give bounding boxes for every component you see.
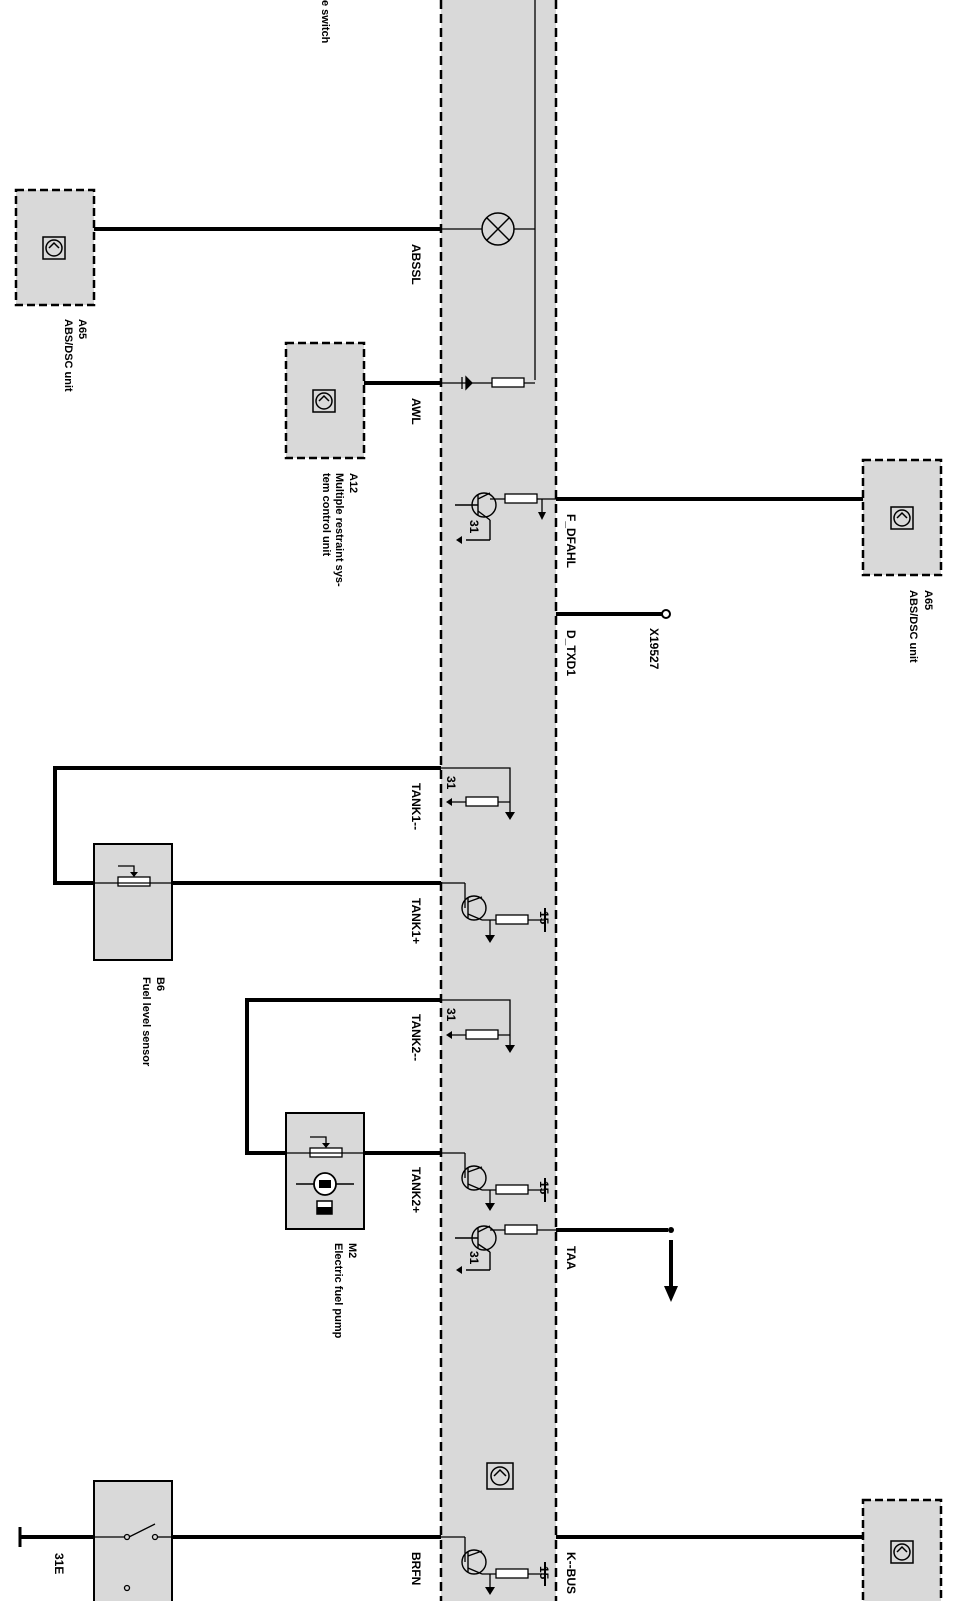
brfn-circuit: 15 (441, 1536, 551, 1595)
f-dfahl-label: F_DFAHL (564, 514, 578, 568)
connector-dot (668, 1227, 674, 1233)
tank2-plus-circuit: 15 (441, 1152, 551, 1211)
resistor-icon (504, 493, 538, 504)
resistor-icon (491, 377, 525, 388)
abssl-label: ABSSL (409, 244, 423, 285)
a65-left-unit: A65 ABS/DSC unit (14, 188, 96, 392)
tank1-minus-terminal-31: 31 (444, 776, 458, 790)
tank2-minus-terminal-31: 31 (444, 1008, 458, 1022)
a65-right-ref: A65 (922, 590, 934, 610)
taa-circuit: 31 (455, 1224, 556, 1274)
brfn-terminal-15: 15 (537, 1566, 551, 1580)
a65-left-ref: A65 (76, 319, 88, 339)
transistor-icon (461, 1549, 487, 1575)
a12-name-line1: Multiple restraint sys- (333, 473, 345, 587)
b6-unit: B6 Fuel level sensor (93, 843, 173, 1067)
taa-label: TAA (564, 1246, 578, 1270)
brfn-label: BRFN (409, 1552, 423, 1585)
control-unit-icon (890, 506, 914, 530)
switch-contact-icon (128, 1523, 156, 1538)
potentiometer-icon (117, 876, 151, 887)
top-switch-label: e switch (319, 0, 331, 44)
resistor-icon (504, 1224, 538, 1235)
transistor-icon (461, 1165, 487, 1191)
resistor-icon (465, 1029, 499, 1040)
m2-unit: M2 Electric fuel pump (285, 1112, 365, 1339)
resistor-icon (495, 1184, 529, 1195)
tank1-plus-terminal-15: 15 (537, 911, 551, 925)
a12-name-line2: tem control unit (320, 473, 332, 556)
resistor-icon (495, 914, 529, 925)
a65-bottom-unit (861, 1498, 943, 1601)
m2-ref: M2 (346, 1243, 358, 1258)
a65-right-unit: A65 ABS/DSC unit (861, 458, 943, 663)
tank1-plus-label: TANK1+ (409, 898, 423, 944)
f-dfahl-terminal-31: 31 (467, 520, 481, 534)
b6-ref: B6 (154, 977, 166, 991)
transistor-icon (461, 895, 487, 921)
tank1-minus-label: TANK1-- (409, 783, 423, 830)
transistor-icon (455, 492, 497, 544)
d-txd1-label: D_TXD1 (564, 630, 578, 676)
m2-name: Electric fuel pump (332, 1243, 344, 1339)
a12-ref: A12 (347, 473, 359, 493)
control-unit-icon (890, 1540, 914, 1564)
connector-icon (661, 609, 671, 619)
a65-right-name: ABS/DSC unit (907, 590, 919, 663)
tank1-minus-wire (53, 766, 441, 885)
tank2-minus-circuit: 31 (441, 999, 515, 1053)
brake-switch-unit (93, 1480, 173, 1601)
cluster-control-unit-icon (486, 1462, 514, 1490)
resistor-icon (465, 796, 499, 807)
k-bus-label: K--BUS (564, 1552, 578, 1594)
warning-lamp-icon (481, 212, 515, 246)
tank1-minus-circuit: 31 (441, 767, 515, 820)
control-unit-icon (312, 389, 336, 413)
tank2-plus-terminal-15: 15 (537, 1181, 551, 1195)
e31-label: 31E (52, 1553, 66, 1574)
awl-label: AWL (409, 398, 423, 425)
diode-icon (461, 375, 473, 391)
b6-name: Fuel level sensor (140, 977, 152, 1067)
a65-left-name: ABS/DSC unit (62, 319, 74, 392)
a12-unit: A12 Multiple restraint sys- tem control … (284, 341, 366, 587)
control-unit-icon (42, 236, 66, 260)
x19527-label: X19527 (647, 628, 661, 670)
tank1-plus-circuit: 15 (441, 882, 551, 943)
taa-terminal-31: 31 (467, 1251, 481, 1265)
resistor-icon (495, 1568, 529, 1579)
tank2-minus-wire (245, 998, 441, 1155)
arrow-down-icon (664, 1286, 678, 1302)
tank2-plus-label: TANK2+ (409, 1167, 423, 1213)
tank2-minus-label: TANK2-- (409, 1014, 423, 1061)
